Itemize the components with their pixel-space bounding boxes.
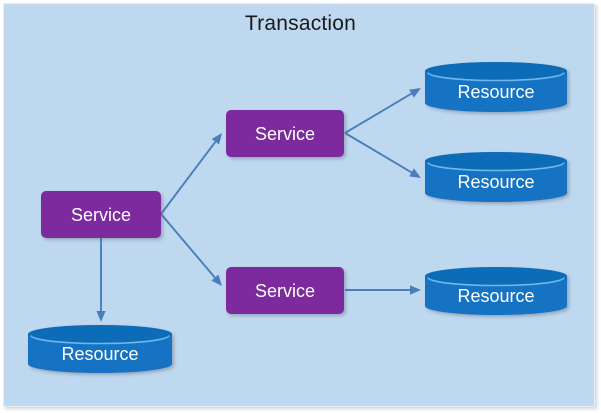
service-label: Service	[254, 123, 316, 144]
resource-label: Resource	[457, 81, 535, 102]
resource-top-1[interactable]: Resource	[425, 62, 567, 112]
resource-top-2[interactable]: Resource	[425, 152, 567, 202]
service-label: Service	[254, 280, 316, 301]
service-root[interactable]: Service	[41, 191, 161, 238]
resource-label: Resource	[457, 171, 535, 192]
resource-bottom-1[interactable]: Resource	[425, 267, 567, 315]
database-cylinder-icon	[425, 62, 567, 112]
page-title: Transaction	[244, 12, 357, 35]
service-branch-bottom[interactable]: Service	[226, 267, 344, 314]
service-branch-top[interactable]: Service	[226, 110, 344, 157]
resource-label: Resource	[457, 285, 535, 306]
resource-label: Resource	[61, 343, 139, 364]
database-cylinder-icon	[425, 267, 567, 315]
service-label: Service	[70, 204, 132, 225]
database-cylinder-icon	[28, 325, 172, 373]
database-cylinder-icon	[425, 152, 567, 202]
resource-left[interactable]: Resource	[28, 325, 172, 373]
